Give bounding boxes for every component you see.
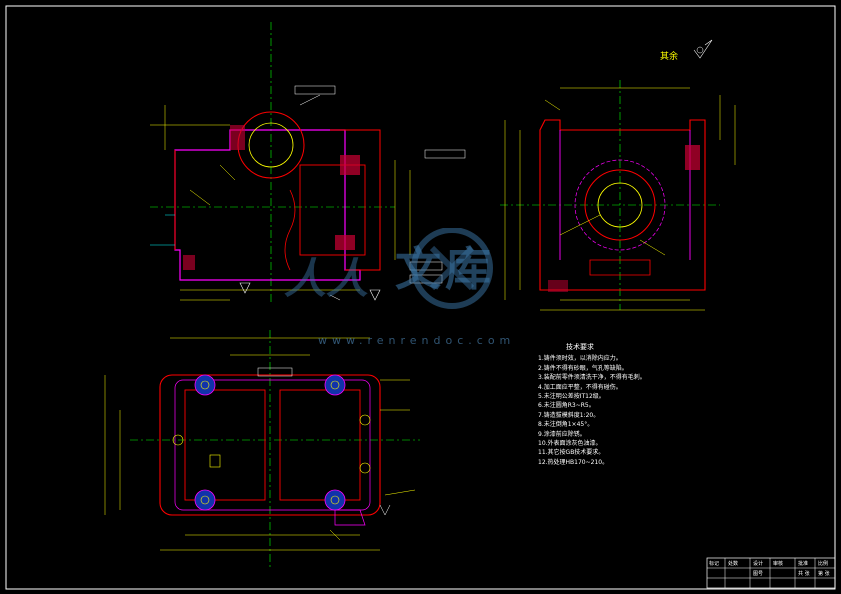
front-view[interactable] bbox=[150, 22, 466, 305]
tb-cell: 审核 bbox=[773, 561, 784, 567]
note-line: 8.未注倒角1×45°。 bbox=[538, 421, 594, 429]
drawing-border bbox=[5, 5, 836, 590]
note-line: 9.涂漆前应除锈。 bbox=[538, 430, 586, 438]
note-line: 6.未注圆角R3~R5。 bbox=[538, 402, 595, 410]
note-line: 12.热处理HB170~210。 bbox=[538, 458, 609, 466]
watermark-url: www.renrendoc.com bbox=[318, 334, 516, 347]
note-line: 2.铸件不得有砂眼，气孔等缺陷。 bbox=[538, 364, 628, 372]
side-view[interactable] bbox=[500, 39, 736, 311]
note-line: 1.铸件须时效，以消除内应力。 bbox=[538, 355, 622, 363]
note-line: 4.加工面应平整，不得有碰伤。 bbox=[538, 383, 622, 391]
title-block: 标记 处数 设计 审核 批准 比例 图号 共 张 第 张 bbox=[707, 558, 835, 588]
tb-cell: 第 张 bbox=[818, 571, 830, 577]
tb-cell: 设计 bbox=[753, 561, 764, 567]
watermark-left-text: 人人 bbox=[284, 254, 369, 303]
tb-cell: 批准 bbox=[798, 561, 809, 567]
technical-requirements: 技术要求 1.铸件须时效，以消除内应力。 2.铸件不得有砂眼，气孔等缺陷。 3.… bbox=[538, 343, 708, 467]
tb-cell: 比例 bbox=[818, 561, 829, 567]
watermark-main-text: 文库 bbox=[395, 242, 495, 296]
note-line: 3.装配前零件须清洗干净，不得有毛刺。 bbox=[538, 374, 646, 382]
top-view[interactable] bbox=[104, 330, 420, 570]
note-line: 11.其它按GB技术要求。 bbox=[538, 449, 605, 457]
tb-cell: 图号 bbox=[753, 571, 764, 577]
notes-title: 技术要求 bbox=[566, 343, 594, 351]
tb-cell: 标记 bbox=[709, 561, 720, 567]
note-line: 5.未注明公差按IT12级。 bbox=[538, 393, 605, 401]
title-block-grid bbox=[706, 557, 836, 589]
note-line: 7.铸造拔模斜度1:20。 bbox=[538, 411, 600, 419]
note-line: 10.外表面涂灰色油漆。 bbox=[538, 440, 602, 448]
tb-cell: 处数 bbox=[728, 561, 739, 567]
surface-finish-other-label: 其余 bbox=[660, 52, 679, 62]
tb-cell: 共 张 bbox=[798, 571, 810, 577]
